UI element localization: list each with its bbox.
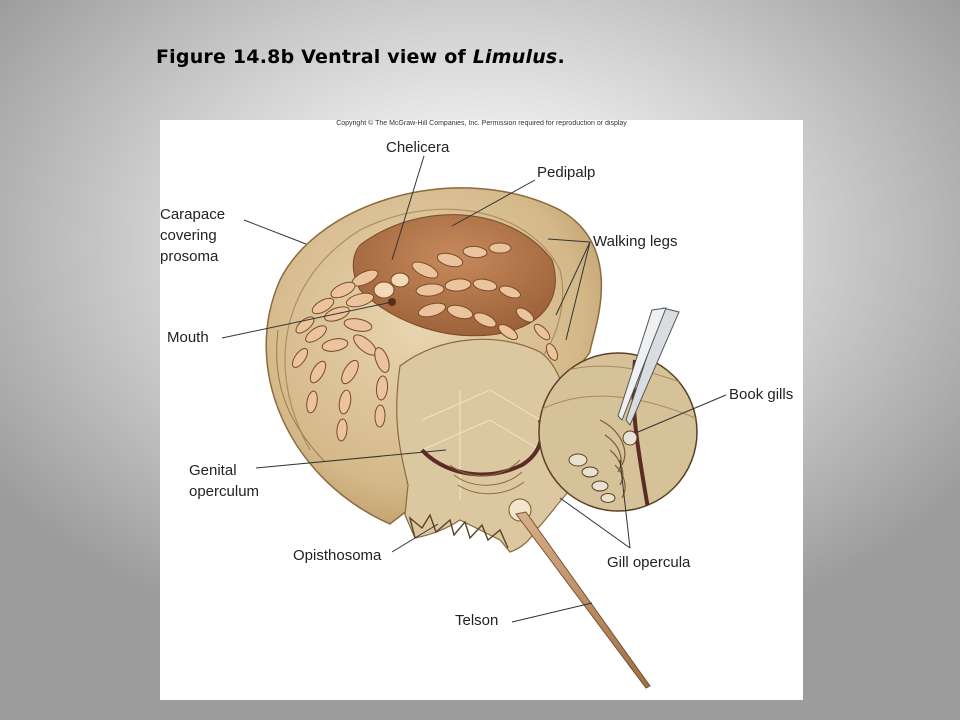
title-suffix: . [557, 46, 565, 68]
limulus-diagram: Chelicera Pedipalp Carapace covering pro… [160, 139, 793, 689]
label-book-gills: Book gills [729, 386, 793, 403]
telson [508, 498, 651, 689]
mouthparts [373, 272, 410, 306]
label-carapace-line3: prosoma [160, 248, 219, 265]
label-carapace-line2: covering [160, 227, 217, 244]
label-walking-legs: Walking legs [593, 233, 677, 250]
book-gills-inset [538, 307, 698, 512]
label-chelicera: Chelicera [386, 139, 450, 156]
figure-panel: Copyright © The McGraw-Hill Companies, I… [160, 120, 803, 700]
title-prefix: Figure 14.8b Ventral view of [156, 46, 473, 68]
label-pedipalp: Pedipalp [537, 164, 595, 181]
label-carapace-line1: Carapace [160, 206, 225, 223]
slide-title: Figure 14.8b Ventral view of Limulus. [156, 46, 565, 68]
label-telson: Telson [455, 612, 498, 629]
walking-legs [291, 242, 559, 442]
label-gill-opercula: Gill opercula [607, 554, 691, 571]
label-mouth: Mouth [167, 329, 209, 346]
leader-lines [221, 155, 727, 623]
copyright-notice: Copyright © The McGraw-Hill Companies, I… [336, 120, 627, 127]
title-italic-genus: Limulus [472, 46, 558, 68]
label-genital-line1: Genital [189, 462, 237, 479]
label-opisthosoma: Opisthosoma [293, 547, 382, 564]
label-genital-line2: operculum [189, 483, 259, 500]
